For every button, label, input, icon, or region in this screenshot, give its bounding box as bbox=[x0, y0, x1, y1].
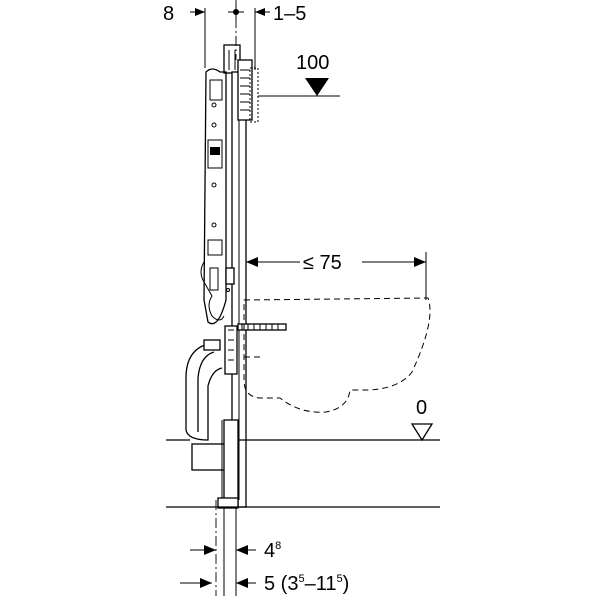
height-marker: 100 bbox=[258, 52, 340, 97]
floor-level-marker: 0 bbox=[166, 397, 440, 442]
level-triangle-icon bbox=[410, 423, 434, 442]
height-arrow-icon bbox=[305, 78, 329, 96]
wc-bowl-outline bbox=[243, 297, 431, 413]
lower-dim-label: 5 (35–115) bbox=[264, 573, 349, 595]
bottom-dimension-upper: 48 bbox=[190, 540, 281, 562]
bowl-projection-dimension: ≤ 75 bbox=[246, 252, 427, 300]
dim-left-label: 8 bbox=[163, 3, 174, 25]
bottom-dimension-lower: 5 (35–115) bbox=[180, 573, 349, 595]
centerline-icon bbox=[228, 4, 244, 20]
floor-level-label: 0 bbox=[416, 397, 427, 419]
bowl-projection-label: ≤ 75 bbox=[303, 252, 342, 274]
installation-frame bbox=[185, 36, 287, 509]
height-label: 100 bbox=[296, 52, 329, 74]
top-dimension: 8 1–5 bbox=[163, 0, 306, 70]
upper-dim-label: 48 bbox=[264, 540, 281, 562]
dim-right-label: 1–5 bbox=[273, 3, 306, 25]
